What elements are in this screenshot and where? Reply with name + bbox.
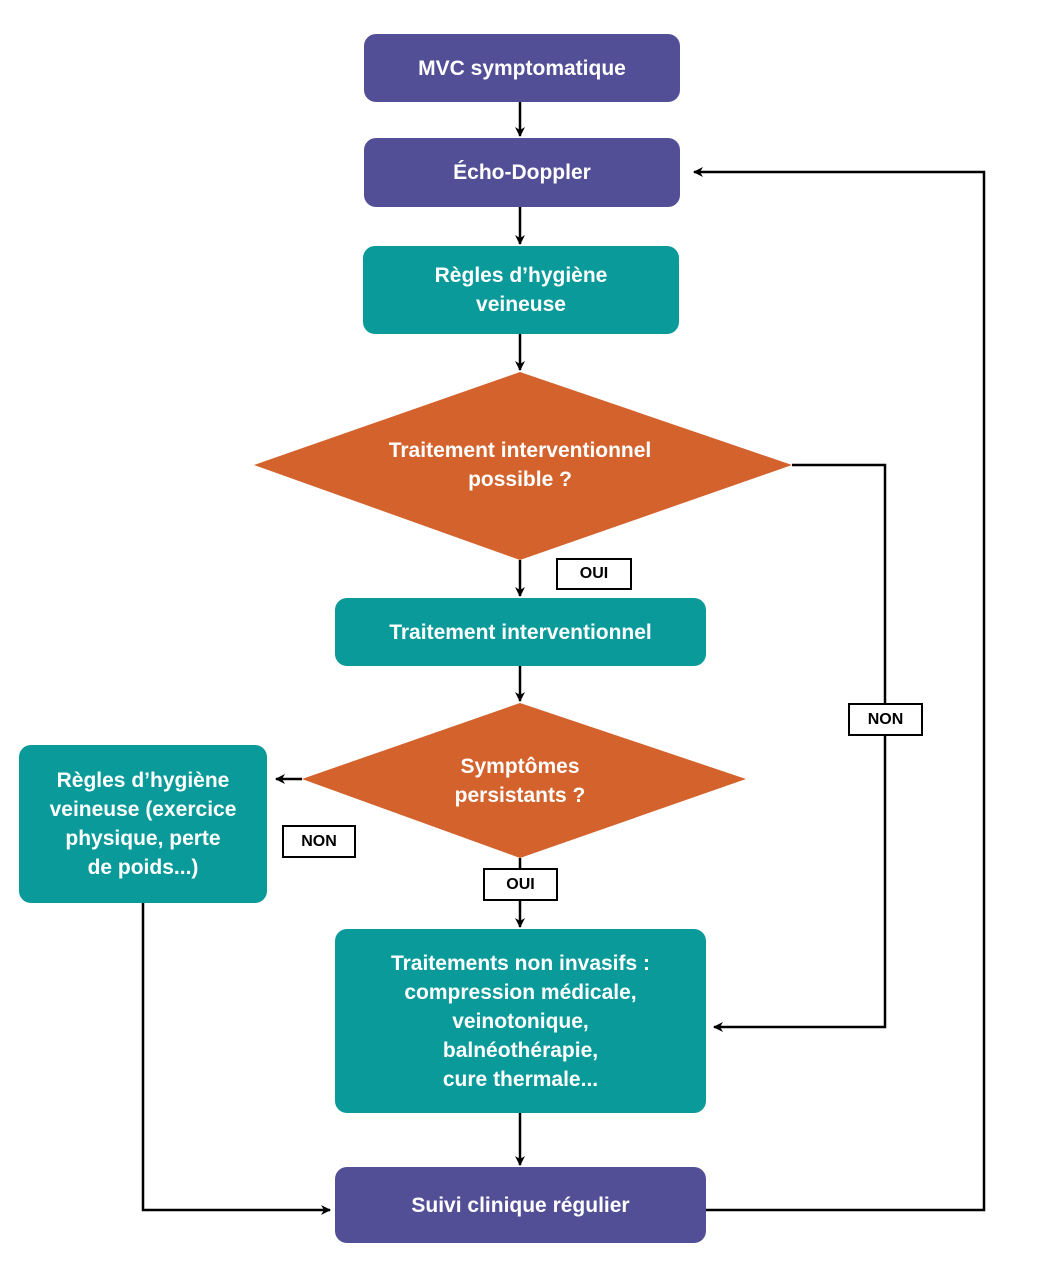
- node-suivi-clinique: Suivi clinique régulier: [335, 1167, 706, 1243]
- arrow-hygiene2-to-suivi: [141, 903, 331, 1215]
- label-oui-1: OUI: [556, 558, 632, 590]
- node-traitement-interventionnel: Traitement interventionnel: [335, 598, 706, 666]
- node-regles-hygiene: Règles d’hygiène veineuse: [363, 246, 679, 334]
- node-mvc-symptomatique: MVC symptomatique: [364, 34, 680, 102]
- label-non-2: NON: [282, 825, 356, 858]
- decision1-text: Traitement interventionnel possible ?: [388, 439, 652, 491]
- decision2-text: Symptômes persistants ?: [454, 755, 586, 807]
- arrow-decision1-non: [713, 463, 887, 1032]
- label-oui-2: OUI: [483, 868, 558, 901]
- node-traitements-non-invasifs: Traitements non invasifs : compression m…: [335, 929, 706, 1113]
- arrow-suivi-to-echo: [693, 167, 986, 1212]
- node-regles-hygiene-exercice: Règles d’hygiène veineuse (exercice phys…: [19, 745, 267, 903]
- decision-diamond-2: [302, 703, 746, 858]
- decision-diamond-1: [254, 372, 792, 560]
- node-echo-doppler: Écho-Doppler: [364, 138, 680, 207]
- label-non-1: NON: [848, 703, 923, 736]
